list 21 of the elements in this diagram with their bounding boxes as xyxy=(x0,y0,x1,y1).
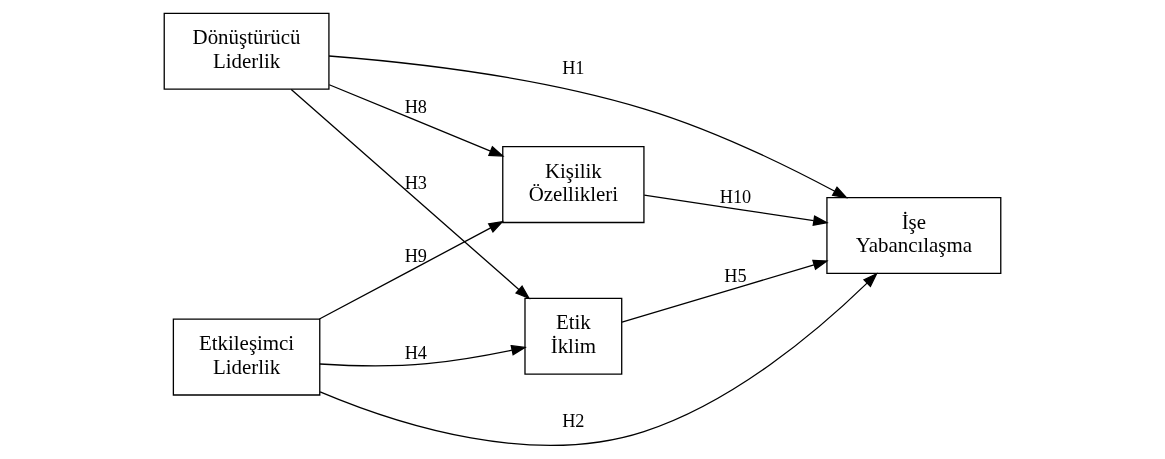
arrow xyxy=(318,220,505,320)
node-box: İşe Yabancılaşma xyxy=(826,197,1002,275)
edge-label: H10 xyxy=(719,187,752,208)
arrow xyxy=(319,344,527,367)
edge-label: H3 xyxy=(404,172,428,193)
node-box: Kişilik Özellikleri xyxy=(502,146,645,224)
edge-label: H9 xyxy=(404,245,428,266)
edge-label: H4 xyxy=(404,342,428,363)
edge-label: H5 xyxy=(724,265,747,286)
arrow xyxy=(290,88,531,300)
node-box: Dönüştürücü Liderlik xyxy=(163,12,330,90)
node-box: Etkileşimci Liderlik xyxy=(172,318,321,396)
edge-label: H1 xyxy=(562,57,585,78)
arrow xyxy=(328,84,505,157)
edge-label: H2 xyxy=(562,410,585,431)
arrow xyxy=(319,272,878,446)
arrow xyxy=(328,55,849,199)
arrow xyxy=(621,259,829,323)
edge-label: H8 xyxy=(404,96,428,117)
arrow xyxy=(643,194,829,227)
node-box: Etik İklim xyxy=(524,297,623,375)
